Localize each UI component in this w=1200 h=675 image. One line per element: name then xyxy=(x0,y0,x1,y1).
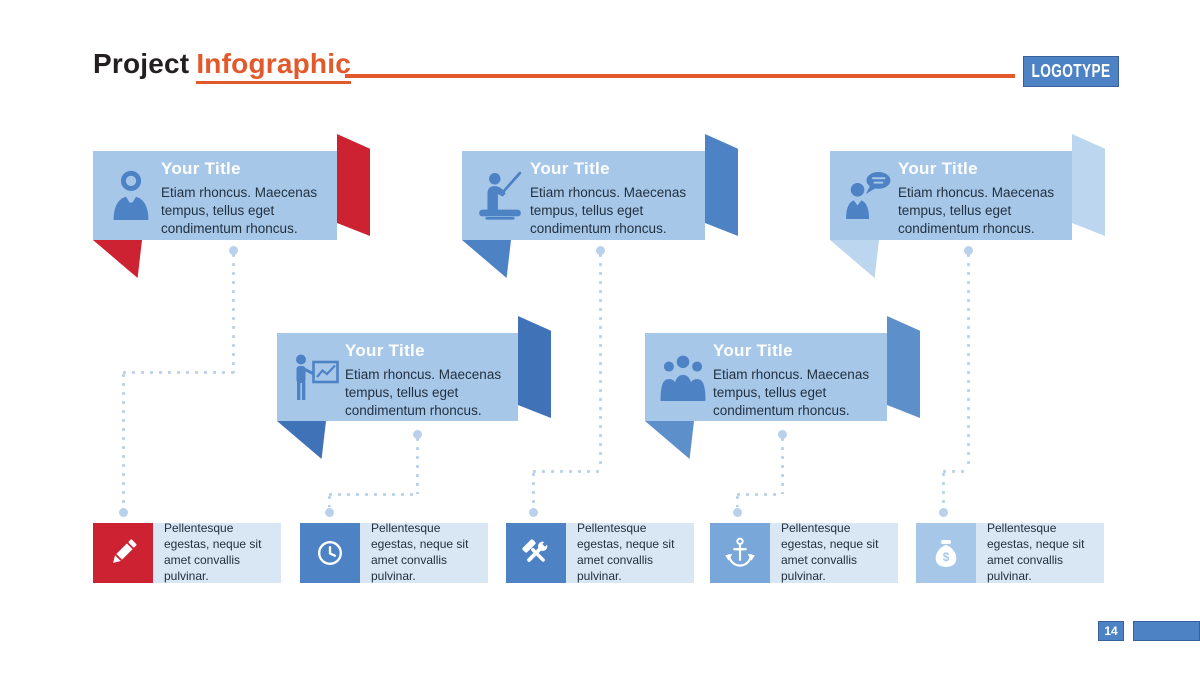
banner-card-4: Your Title Etiam rhoncus. Maecenas tempu… xyxy=(277,316,551,459)
title-primary: Project xyxy=(93,48,190,79)
callout-text: Pellentesque egestas, neque sit amet con… xyxy=(153,521,281,583)
banner-card-2: Your Title Etiam rhoncus. Maecenas tempu… xyxy=(462,134,738,278)
banner-corner-fold xyxy=(462,240,511,278)
title-rule xyxy=(345,74,1015,78)
svg-text:$: $ xyxy=(943,551,950,564)
title-accent: Infographic xyxy=(196,48,351,84)
clock-icon xyxy=(300,523,360,583)
banner-title: Your Title xyxy=(898,159,978,178)
banner-text: Etiam rhoncus. Maecenas tempus, tellus e… xyxy=(345,367,502,418)
callout-2: Pellentesque egestas, neque sit amet con… xyxy=(300,521,488,583)
banner-fold xyxy=(518,316,551,418)
callout-1: Pellentesque egestas, neque sit amet con… xyxy=(93,521,281,583)
team-icon xyxy=(659,346,707,408)
banner-text: Etiam rhoncus. Maecenas tempus, tellus e… xyxy=(530,185,687,236)
banner-card-5: Your Title Etiam rhoncus. Maecenas tempu… xyxy=(645,316,920,459)
banner-fold xyxy=(887,316,920,418)
speech-person-icon xyxy=(844,164,892,226)
banner-text: Etiam rhoncus. Maecenas tempus, tellus e… xyxy=(898,185,1055,236)
banner-fold xyxy=(337,134,370,236)
banner-fold xyxy=(705,134,738,236)
banner-title: Your Title xyxy=(530,159,610,178)
callout-3: Pellentesque egestas, neque sit amet con… xyxy=(506,521,694,583)
banner-title: Your Title xyxy=(345,341,425,360)
banner-corner-fold xyxy=(277,421,326,459)
banner-fold xyxy=(1072,134,1105,236)
banner-text: Etiam rhoncus. Maecenas tempus, tellus e… xyxy=(713,367,870,418)
footer-bar xyxy=(1133,621,1200,641)
money-bag-icon: $ xyxy=(916,523,976,583)
callout-5: $ Pellentesque egestas, neque sit amet c… xyxy=(916,521,1104,583)
page-number: 14 xyxy=(1098,621,1124,641)
callout-text: Pellentesque egestas, neque sit amet con… xyxy=(770,521,898,583)
banner-corner-fold xyxy=(830,240,879,278)
banner-card-3: Your Title Etiam rhoncus. Maecenas tempu… xyxy=(830,134,1105,278)
callout-4: Pellentesque egestas, neque sit amet con… xyxy=(710,521,898,583)
banner-title: Your Title xyxy=(713,341,793,360)
banner-card-1: Your Title Etiam rhoncus. Maecenas tempu… xyxy=(93,134,370,278)
banner-corner-fold xyxy=(645,421,694,459)
callout-text: Pellentesque egestas, neque sit amet con… xyxy=(976,521,1104,583)
anchor-icon xyxy=(710,523,770,583)
logotype-badge: LOGOTYPE xyxy=(1023,56,1119,87)
chart-presenter-icon xyxy=(291,346,339,408)
logotype-label: LOGOTYPE xyxy=(1031,61,1111,81)
teacher-icon xyxy=(476,164,524,226)
tools-icon xyxy=(506,523,566,583)
banner-text: Etiam rhoncus. Maecenas tempus, tellus e… xyxy=(161,185,318,236)
banner-title: Your Title xyxy=(161,159,241,178)
banner-corner-fold xyxy=(93,240,142,278)
businessman-icon xyxy=(107,164,155,226)
pencil-icon xyxy=(93,523,153,583)
callout-text: Pellentesque egestas, neque sit amet con… xyxy=(566,521,694,583)
callout-text: Pellentesque egestas, neque sit amet con… xyxy=(360,521,488,583)
